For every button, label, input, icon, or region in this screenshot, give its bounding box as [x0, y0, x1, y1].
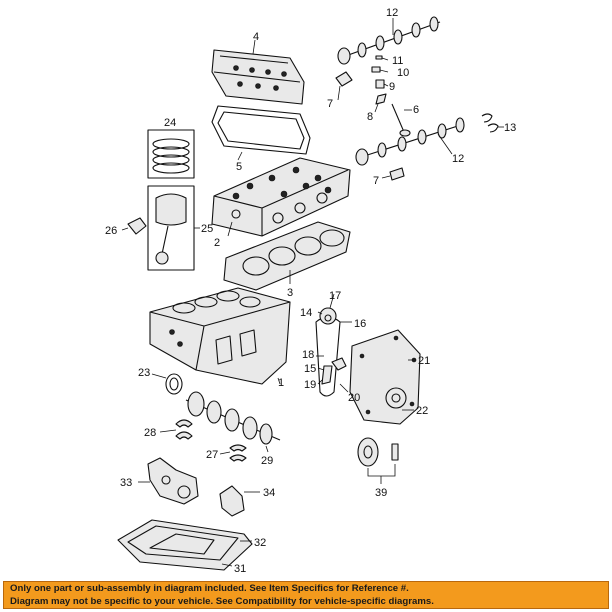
callout-31: 31	[234, 563, 246, 575]
valve-cover-gasket	[211, 105, 311, 161]
callout-27: 27	[206, 449, 218, 461]
crankshaft-pulley	[357, 437, 399, 484]
callout-28: 28	[144, 427, 156, 439]
rear-main-seal	[151, 373, 183, 395]
crankshaft	[185, 391, 281, 453]
exhaust-camshaft	[355, 117, 465, 166]
callout-21: 21	[418, 355, 430, 367]
callout-9: 9	[389, 81, 395, 93]
callout-10: 10	[397, 67, 409, 79]
head-gasket	[223, 221, 351, 291]
disclaimer-banner: Only one part or sub-assembly in diagram…	[3, 581, 609, 609]
valve-cover	[211, 39, 305, 105]
timing-cover	[349, 329, 421, 425]
callout-29: 29	[261, 455, 273, 467]
callout-39: 39	[375, 487, 387, 499]
callout-22: 22	[416, 405, 428, 417]
piston-and-rod	[121, 185, 200, 271]
callout-33: 33	[120, 477, 132, 489]
callout-12-top: 12	[386, 7, 398, 19]
engine-block	[149, 287, 291, 385]
callout-6: 6	[413, 104, 419, 116]
callout-20: 20	[348, 392, 360, 404]
callout-25: 25	[201, 223, 213, 235]
callout-12-bottom: 12	[452, 153, 464, 165]
callout-2: 2	[214, 237, 220, 249]
callout-5: 5	[236, 161, 242, 173]
chain-guide-and-tensioner	[316, 355, 349, 393]
callout-34: 34	[263, 487, 275, 499]
callout-1: 1	[278, 377, 284, 389]
oil-pan	[117, 519, 253, 571]
callout-labels: 1 2 3 4 5 6 7 7 8 9 10 11 12 12 13 14 15…	[105, 7, 516, 575]
callout-24: 24	[164, 117, 176, 129]
callout-26: 26	[105, 225, 117, 237]
callout-19: 19	[304, 379, 316, 391]
oil-pump	[138, 457, 199, 505]
rod-bearings	[219, 444, 247, 462]
callout-7-upper: 7	[327, 98, 333, 110]
callout-32: 32	[254, 537, 266, 549]
timing-chain	[315, 293, 352, 397]
main-bearings	[159, 419, 193, 440]
piston-rings	[147, 129, 195, 179]
intake-camshaft	[337, 16, 441, 65]
callout-18: 18	[302, 349, 314, 361]
callout-3: 3	[287, 287, 293, 299]
callout-17: 17	[329, 290, 341, 302]
callout-8: 8	[367, 111, 373, 123]
callout-14: 14	[300, 307, 312, 319]
valve-train-parts	[335, 55, 504, 181]
callout-16: 16	[354, 318, 366, 330]
disclaimer-line-2: Diagram may not be specific to your vehi…	[10, 595, 434, 607]
callout-7-lower: 7	[373, 175, 379, 187]
callout-13: 13	[504, 122, 516, 134]
oil-pickup	[219, 485, 260, 517]
callout-4: 4	[253, 31, 259, 43]
cylinder-head	[211, 157, 351, 237]
callout-15: 15	[304, 363, 316, 375]
callout-23: 23	[138, 367, 150, 379]
callout-11: 11	[392, 55, 403, 67]
disclaimer-line-1: Only one part or sub-assembly in diagram…	[10, 583, 409, 594]
